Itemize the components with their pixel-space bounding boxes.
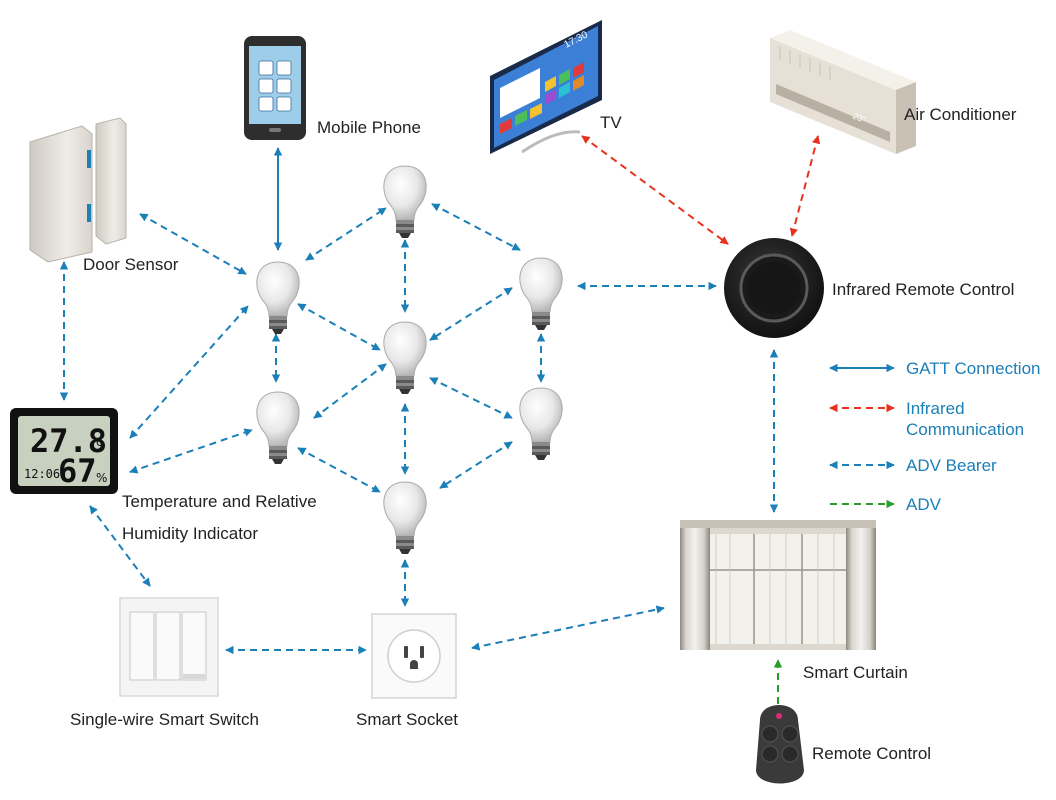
smart-socket-label: Smart Socket <box>356 710 459 729</box>
thermo-humidity-unit: % <box>96 471 107 485</box>
smart-curtain-icon <box>680 520 876 650</box>
smart-curtain-label: Smart Curtain <box>803 663 908 682</box>
smart-switch-icon <box>119 597 219 697</box>
connections <box>59 135 821 704</box>
ac-temp-display: 23° <box>851 111 868 126</box>
mobile-phone-icon <box>244 36 306 140</box>
adv-link-left2-bottom <box>297 447 381 493</box>
remote-control-label: Remote Control <box>812 744 932 763</box>
adv-link-left-center <box>297 303 381 351</box>
ir-link-ac <box>789 135 821 237</box>
adv-link-thermo-switch <box>89 505 151 587</box>
legend-infrared-label-line1: Infrared <box>906 399 965 418</box>
temp-humidity-label-line1: Temperature and Relative <box>122 492 317 511</box>
door-sensor-label: Door Sensor <box>83 255 179 274</box>
tv-label: TV <box>600 113 622 132</box>
air-conditioner-icon: 23° <box>770 30 916 154</box>
door-sensor-icon <box>29 117 127 263</box>
infrared-remote-icon <box>724 238 824 338</box>
thermo-temp-unit: c <box>96 435 103 449</box>
thermo-time: 12:06 <box>24 467 60 481</box>
thermo-temperature: 27.8 <box>30 422 107 460</box>
adv-link-thermo-bulb2 <box>129 428 253 474</box>
adv-link-right-center <box>429 287 513 341</box>
air-conditioner-label: Air Conditioner <box>904 105 1017 124</box>
adv-link-center-left2 <box>313 363 387 419</box>
adv-link-socket-curtain <box>471 605 665 651</box>
bulb-icon <box>256 261 300 335</box>
adv-link-center-right2 <box>429 377 513 419</box>
bulb-icon <box>383 481 427 555</box>
ir-link-tv <box>581 135 729 245</box>
bulb-icon <box>383 165 427 239</box>
infrared-remote-label: Infrared Remote Control <box>832 280 1015 299</box>
adv-link-bulb-top-left <box>305 207 387 261</box>
tv-icon: 17:30 <box>490 20 602 154</box>
bulb-icon <box>383 321 427 395</box>
legend-gatt-label: GATT Connection <box>906 359 1041 378</box>
bulb-icon <box>519 257 563 331</box>
adv-link-right2-bottom <box>439 441 513 489</box>
thermo-humidity: 67 <box>58 452 97 490</box>
bulb-icon <box>256 391 300 465</box>
temp-humidity-label-line2: Humidity Indicator <box>122 524 259 543</box>
bulb-icon <box>519 387 563 461</box>
smart-socket-icon <box>371 613 457 699</box>
legend <box>829 363 895 509</box>
adv-link-bulb-top-right <box>431 203 521 251</box>
legend-adv-bearer-label: ADV Bearer <box>906 456 997 475</box>
thermo-hygrometer-icon: 27.8 c 12:06 67 % <box>10 408 118 494</box>
smart-switch-label: Single-wire Smart Switch <box>70 710 259 729</box>
adv-link-door-bulb <box>139 213 247 275</box>
remote-control-icon <box>756 705 804 784</box>
legend-adv-label: ADV <box>906 495 941 514</box>
adv-link-thermo-bulb1 <box>129 305 249 439</box>
mobile-phone-label: Mobile Phone <box>317 118 421 137</box>
legend-infrared-label-line2: Communication <box>906 420 1025 439</box>
